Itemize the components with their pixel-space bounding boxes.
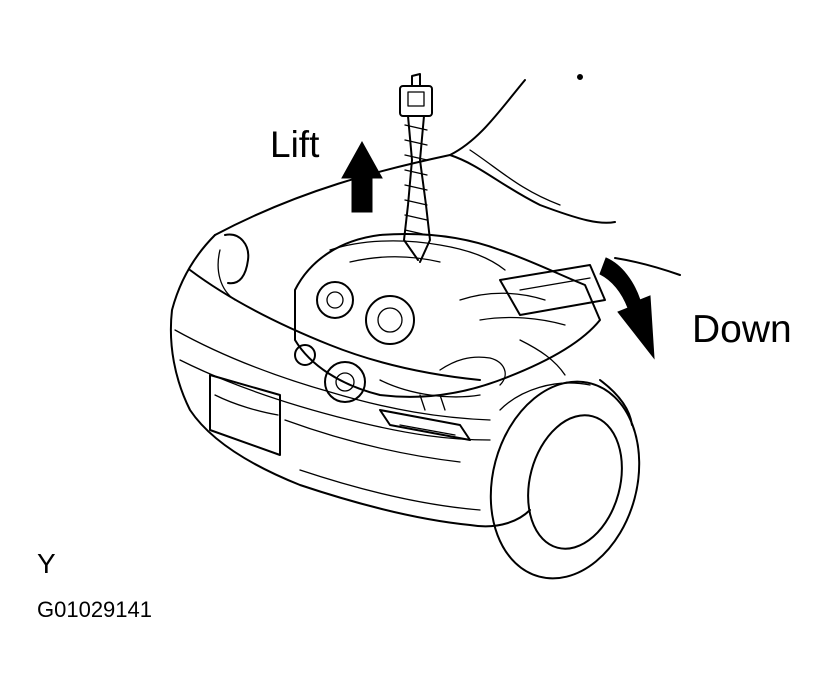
figure-code: G01029141 <box>37 597 152 622</box>
view-letter: Y <box>37 548 56 579</box>
hoist-chain <box>399 73 433 263</box>
curved-arrow-down-icon <box>599 257 655 360</box>
hood <box>214 74 616 236</box>
arrow-up-icon <box>341 140 383 213</box>
engine-assembly <box>294 232 606 441</box>
down-label: Down <box>692 308 792 351</box>
car-body <box>169 233 681 528</box>
lift-label: Lift <box>270 124 320 165</box>
front-wheel <box>489 380 641 580</box>
